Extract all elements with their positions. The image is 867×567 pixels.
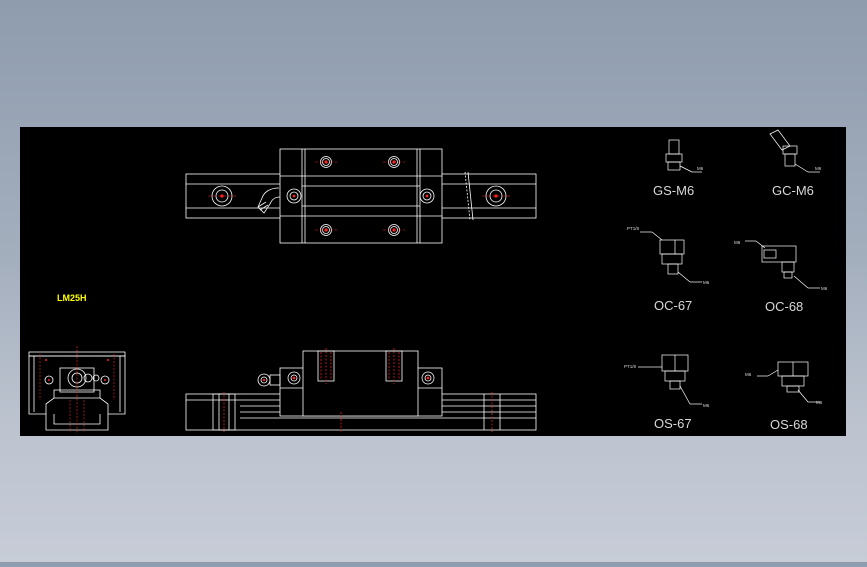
fitting-gc-m6-callout: M6 [815, 166, 822, 171]
fitting-gc-m6-label: GC-M6 [772, 183, 814, 198]
fitting-gs-m6-label: GS-M6 [653, 183, 694, 198]
fitting-os-67-label: OS-67 [654, 416, 692, 431]
side-view [185, 350, 537, 431]
fitting-oc-67-callout-a: PT1/8 [627, 226, 640, 231]
fitting-oc-67-callout-b: M6 [703, 280, 710, 285]
fitting-os-67-callout-a: PT1/8 [624, 364, 637, 369]
grease-nipple-top [257, 187, 281, 214]
fitting-os-67 [638, 354, 702, 405]
carriage-block-top [279, 148, 443, 244]
end-view-marks [45, 359, 109, 381]
fitting-os-68-callout-a: M6 [745, 372, 752, 377]
fitting-gs-m6-callout: M6 [697, 166, 704, 171]
side-view-hidden [223, 348, 493, 432]
fitting-os-67-callout-b: M6 [703, 403, 710, 408]
fitting-oc-67 [640, 231, 702, 283]
fitting-os-68-callout-b: M6 [816, 400, 823, 405]
fitting-oc-68-callout-a: M6 [734, 240, 741, 245]
fitting-oc-68-callout-b: M6 [821, 286, 828, 291]
fitting-gs-m6 [665, 139, 702, 173]
fitting-gc-m6 [769, 129, 820, 173]
top-view [185, 148, 537, 244]
fitting-oc-68-label: OC-68 [765, 299, 803, 314]
end-view-centerlines [39, 346, 115, 434]
fitting-os-68-label: OS-68 [770, 417, 808, 432]
top-view-centerlines [208, 161, 510, 231]
fitting-os-68 [757, 361, 820, 403]
fitting-oc-67-label: OC-67 [654, 298, 692, 313]
fitting-oc-68 [745, 240, 820, 289]
side-view-centers [262, 376, 430, 382]
model-tag: LM25H [57, 293, 87, 303]
